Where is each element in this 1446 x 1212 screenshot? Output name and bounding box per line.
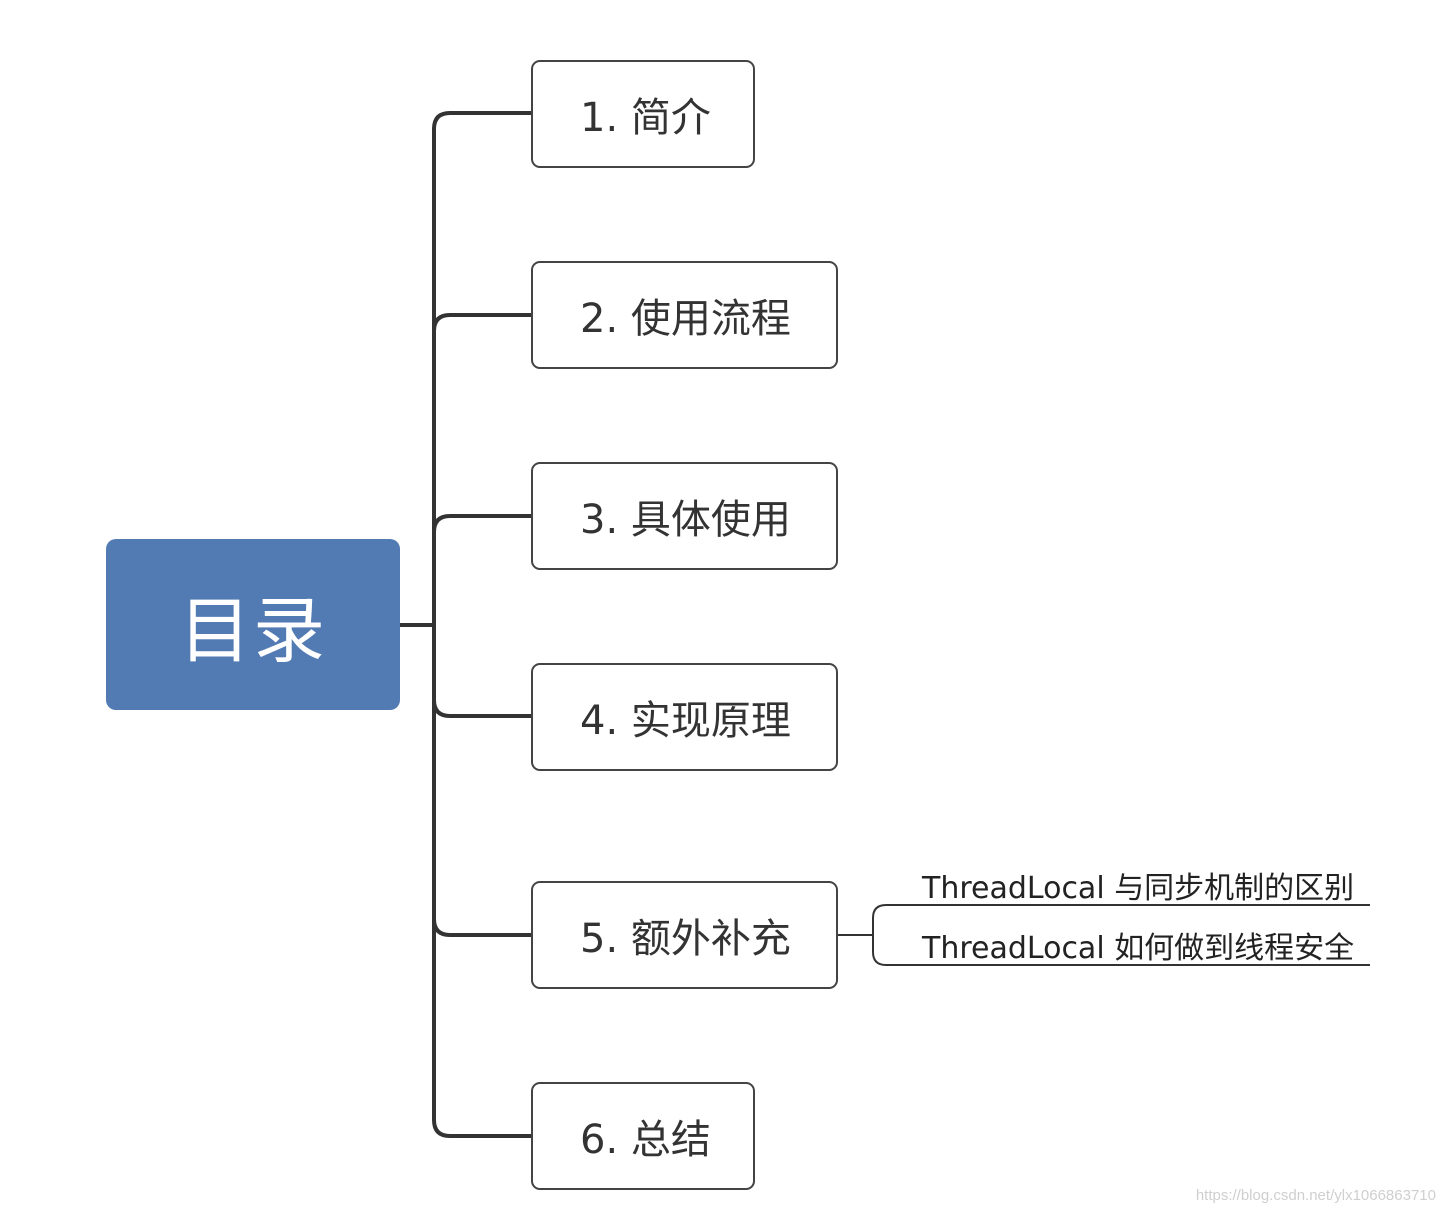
- sub-bracket: [872, 904, 1370, 966]
- branch-node-extra[interactable]: 5. 额外补充: [531, 881, 838, 989]
- branch-node-summary[interactable]: 6. 总结: [531, 1082, 755, 1190]
- branch-label: 3. 具体使用: [580, 497, 791, 543]
- watermark: https://blog.csdn.net/ylx1066863710: [1195, 1187, 1436, 1204]
- root-node[interactable]: 目录: [106, 539, 400, 710]
- branch-node-intro[interactable]: 1. 简介: [531, 60, 755, 168]
- sub-node-sync-difference[interactable]: ThreadLocal 与同步机制的区别: [922, 871, 1355, 906]
- branch-label: 2. 使用流程: [580, 296, 791, 342]
- trunk-line: [432, 111, 531, 1138]
- branch-node-specific-usage[interactable]: 3. 具体使用: [531, 462, 838, 570]
- branch-label: 5. 额外补充: [580, 916, 791, 962]
- branch-connector-3: [432, 514, 531, 533]
- branch-connector-2: [432, 313, 531, 332]
- branch-node-implementation[interactable]: 4. 实现原理: [531, 663, 838, 771]
- branch-node-usage-flow[interactable]: 2. 使用流程: [531, 261, 838, 369]
- sub-node-thread-safety[interactable]: ThreadLocal 如何做到线程安全: [922, 931, 1355, 966]
- branch-label: 1. 简介: [580, 95, 711, 141]
- branch-connector-5: [432, 918, 531, 937]
- branch-label: 6. 总结: [580, 1117, 711, 1163]
- root-label: 目录: [178, 589, 327, 673]
- branch-connector-4: [432, 699, 531, 718]
- branch-label: 4. 实现原理: [580, 698, 791, 744]
